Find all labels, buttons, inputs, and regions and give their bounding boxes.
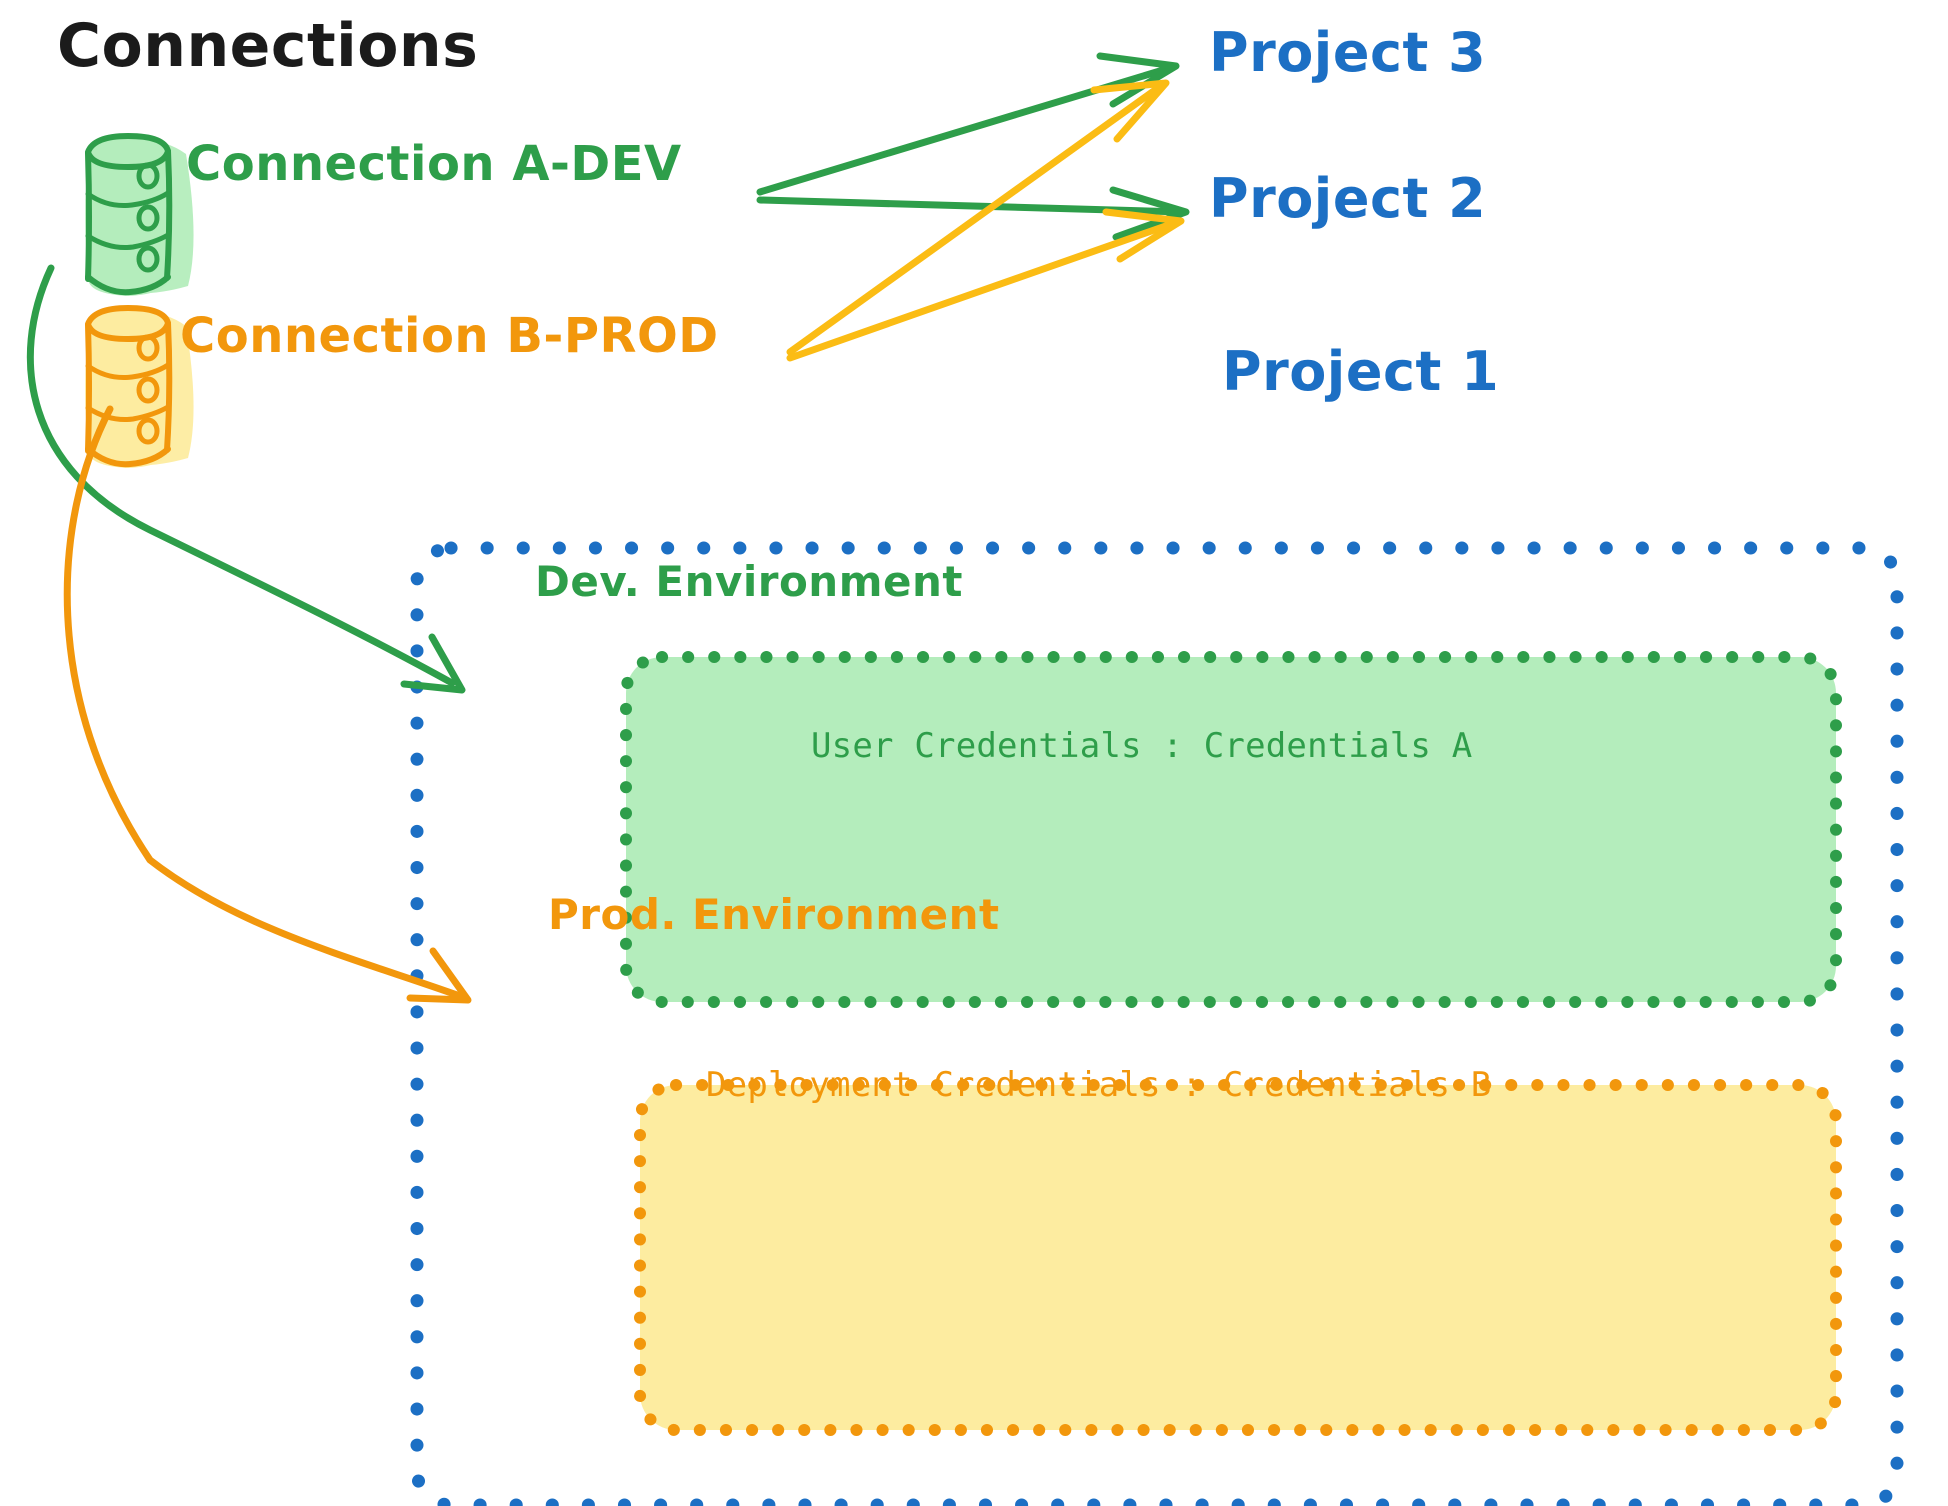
project-1-container — [410, 541, 1904, 1506]
arrow-b-prod-to-prod-environment — [63, 405, 472, 1004]
arrow-b-prod-to-project-2 — [786, 208, 1185, 362]
project-1-label[interactable]: Project 1 — [1222, 340, 1500, 403]
project-3-label[interactable]: Project 3 — [1209, 21, 1487, 84]
database-cylinder-icon-b-prod — [85, 305, 194, 468]
prod-environment-credentials: Deployment Credentials : Credentials B — [706, 1065, 1492, 1105]
page-title: Connections — [57, 11, 479, 81]
prod-environment-title: Prod. Environment — [548, 890, 1000, 939]
dev-environment-title: Dev. Environment — [535, 557, 963, 606]
connection-a-dev-label[interactable]: Connection A-DEV — [186, 136, 682, 192]
project-2-label[interactable]: Project 2 — [1209, 167, 1487, 230]
prod-environment-box — [634, 1079, 1842, 1436]
database-cylinder-icon-a-dev — [85, 133, 194, 296]
connection-b-prod-label[interactable]: Connection B-PROD — [180, 308, 719, 364]
dev-environment-credentials: User Credentials : Credentials A — [811, 726, 1473, 766]
arrow-b-prod-to-project-3 — [786, 79, 1170, 356]
dev-environment-box — [620, 651, 1842, 1008]
arrow-a-dev-to-dev-environment — [26, 264, 466, 694]
